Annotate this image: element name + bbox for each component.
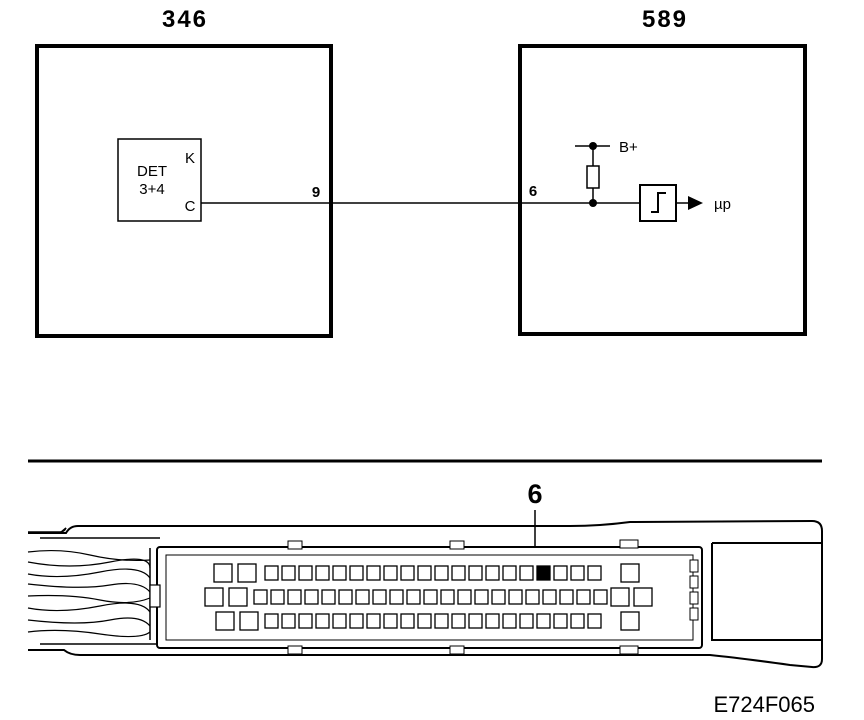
connector-pin: [281, 613, 296, 629]
pin-6-label: 6: [529, 183, 537, 200]
ecu-connector: [27, 519, 823, 669]
connector-pin: [298, 613, 313, 629]
output-arrow-icon: [688, 196, 703, 210]
connector-pin-large: [215, 611, 235, 631]
connector-pin: [383, 565, 398, 581]
connector-pin: [332, 613, 347, 629]
connector-pin: [468, 613, 483, 629]
connector-pin: [502, 565, 517, 581]
connector-pin-grid: [204, 563, 653, 631]
connector-pin: [315, 613, 330, 629]
connector-pin: [553, 613, 568, 629]
connector-pin: [349, 613, 364, 629]
connector-pin: [400, 613, 415, 629]
pullup-resistor: [586, 165, 600, 189]
connector-pin-large: [620, 611, 640, 631]
connector-pin-large: [620, 563, 640, 583]
connector-pin-large: [213, 563, 233, 583]
connector-pin-large: [237, 563, 257, 583]
connector-pin: [264, 613, 279, 629]
connector-pin: [264, 565, 279, 581]
connector-pin: [253, 589, 268, 605]
connector-pin: [457, 589, 472, 605]
connector-pin: [400, 565, 415, 581]
connector-pin: [315, 565, 330, 581]
connector-pin: [366, 565, 381, 581]
module-346-number: 346: [162, 6, 208, 33]
connector-pin: [440, 589, 455, 605]
connector-pin: [417, 565, 432, 581]
connector-pin-large: [239, 611, 259, 631]
connector-pin: [525, 589, 540, 605]
connector-pin-large: [633, 587, 653, 607]
connector-pin: [349, 565, 364, 581]
connector-pin: [485, 565, 500, 581]
connector-pin: [485, 613, 500, 629]
connector-pin: [553, 565, 568, 581]
connector-pin: [383, 613, 398, 629]
connector-pin: [587, 565, 602, 581]
connector-pin: [451, 565, 466, 581]
connector-pin: [468, 565, 483, 581]
terminal-k-label: K: [185, 150, 195, 167]
connector-pin: [417, 613, 432, 629]
connector-pin: [434, 613, 449, 629]
terminal-c-label: C: [185, 198, 196, 215]
connector-pin: [287, 589, 302, 605]
connector-pin: [298, 565, 313, 581]
det-label-line2: 3+4: [139, 181, 164, 198]
connector-pin: [502, 613, 517, 629]
connector-pin: [587, 613, 602, 629]
connector-pin: [519, 613, 534, 629]
connector-pin: [576, 589, 591, 605]
figure-code: E724F065: [713, 692, 815, 717]
connector-pin: [304, 589, 319, 605]
connector-pin: [491, 589, 506, 605]
connector-pin: [559, 589, 574, 605]
det-component-box: [117, 138, 202, 222]
connector-pin: [406, 589, 421, 605]
connector-pin-large: [204, 587, 224, 607]
connector-pin-large: [610, 587, 630, 607]
connector-pin-highlighted: [536, 565, 551, 581]
module-589-number: 589: [642, 6, 688, 33]
connector-pin: [372, 589, 387, 605]
connector-pin: [332, 565, 347, 581]
connector-pin: [593, 589, 608, 605]
connector-pin-large: [228, 587, 248, 607]
connector-pin: [389, 589, 404, 605]
output-label: µp: [714, 196, 731, 213]
connector-pin: [366, 613, 381, 629]
connector-pin: [423, 589, 438, 605]
connector-pin: [474, 589, 489, 605]
connector-pin: [281, 565, 296, 581]
module-346-box: [35, 44, 333, 338]
connector-pin: [519, 565, 534, 581]
connector-pin: [321, 589, 336, 605]
connector-pin: [451, 613, 466, 629]
module-589-box: [518, 44, 807, 336]
connector-pin: [508, 589, 523, 605]
connector-pin-callout: 6: [527, 479, 542, 509]
junction-node: [589, 199, 597, 207]
connector-pin: [536, 613, 551, 629]
connector-pin: [570, 613, 585, 629]
connector-pin: [434, 565, 449, 581]
connector-pin: [270, 589, 285, 605]
connector-pin: [542, 589, 557, 605]
supply-label: B+: [619, 139, 638, 156]
schmitt-trigger-symbol: [651, 192, 666, 213]
connector-pin: [338, 589, 353, 605]
pin-9-label: 9: [312, 184, 320, 201]
det-label-line1: DET: [137, 163, 167, 180]
connector-pin: [570, 565, 585, 581]
connector-pin: [355, 589, 370, 605]
